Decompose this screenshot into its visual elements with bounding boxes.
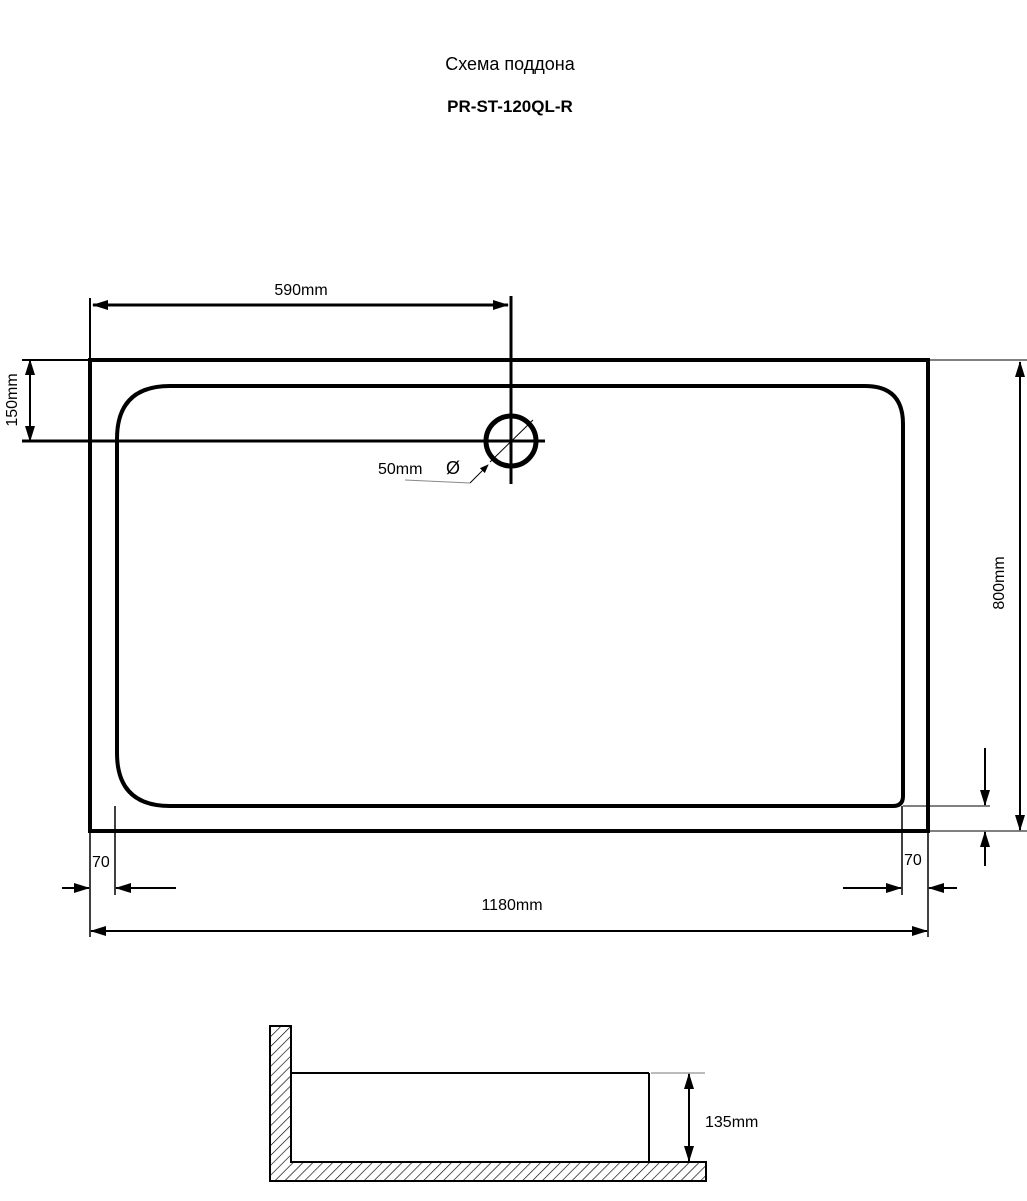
section-view [269, 1025, 707, 1182]
dimension-590: 590mm [89, 282, 509, 360]
dimension-label-diameter: 50mm [378, 461, 422, 478]
dimension-label-70-left: 70 [92, 854, 110, 871]
drain-icon [22, 296, 545, 484]
dimension-label-800: 800mm [991, 556, 1008, 609]
dimension-800: 800mm [928, 359, 1027, 832]
dimension-label-150: 150mm [4, 373, 21, 426]
model-number: PR-ST-120QL-R [447, 97, 573, 116]
dimension-bottom-rim [903, 748, 990, 866]
dimension-rim-right: 70 [843, 806, 957, 937]
diameter-symbol: Ø [446, 458, 460, 478]
drawing-title: Схема поддона [445, 54, 575, 74]
dimension-label-135: 135mm [705, 1114, 758, 1131]
tray-inner-basin [115, 384, 905, 808]
dimension-1180: 1180mm [90, 897, 928, 936]
dimension-label-590: 590mm [274, 282, 327, 299]
dimension-rim-left: 70 [62, 806, 176, 937]
dimension-150: 150mm [4, 359, 90, 442]
dimension-135: 135mm [684, 1073, 758, 1162]
dimension-label-70-right: 70 [904, 852, 922, 869]
tray-outline [88, 358, 930, 833]
dimension-label-1180: 1180mm [481, 897, 542, 914]
